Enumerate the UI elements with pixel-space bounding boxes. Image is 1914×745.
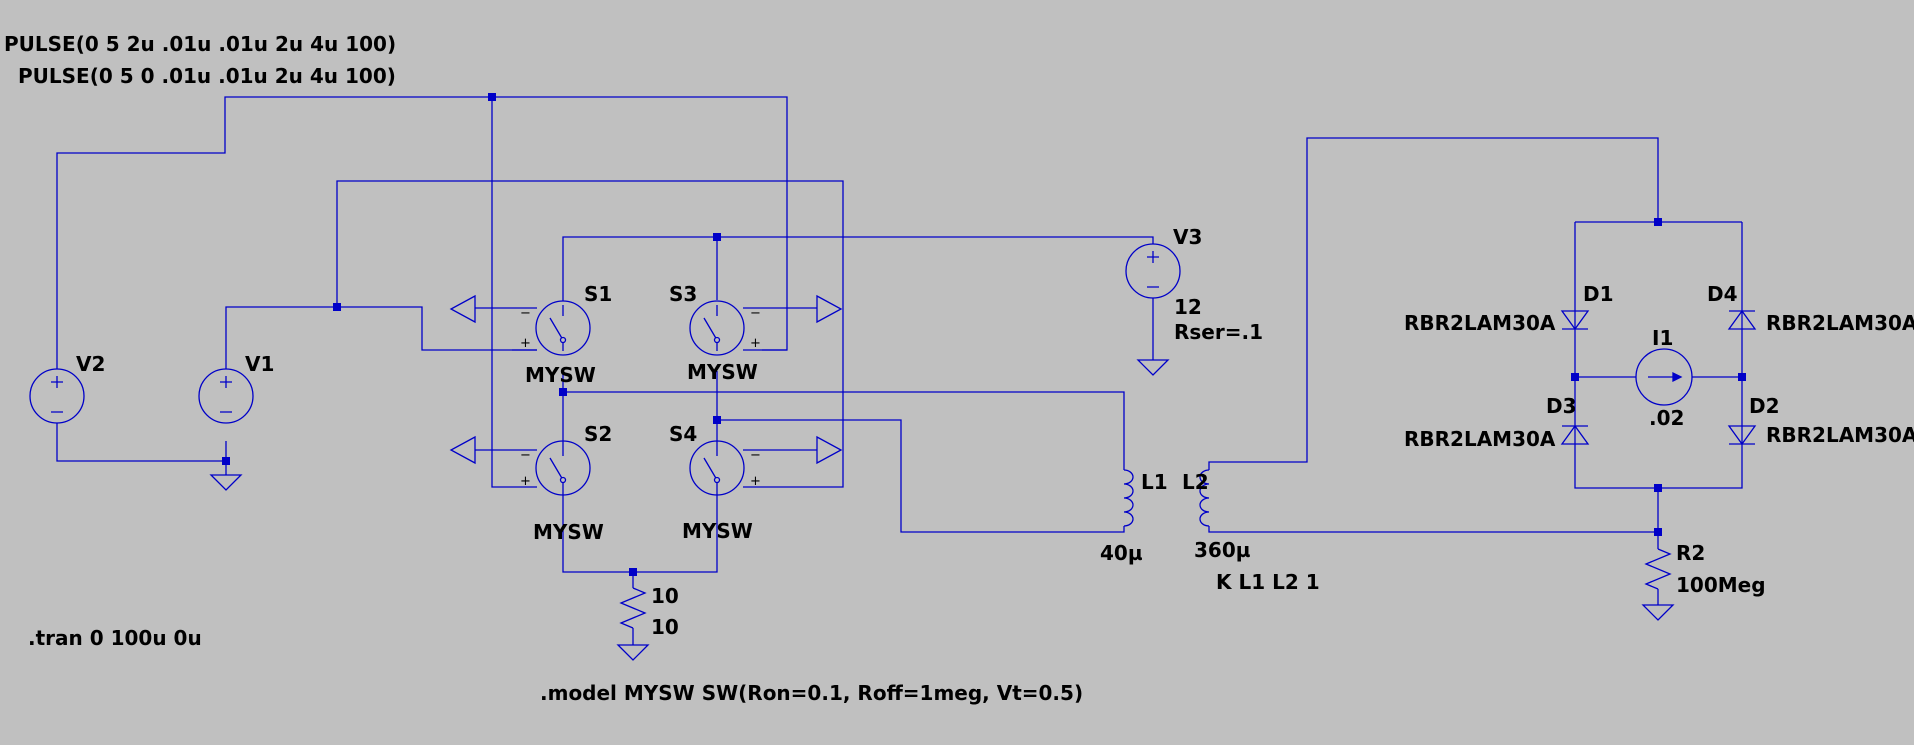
s4-model: MYSW [682,519,753,543]
model-directive[interactable]: .model MYSW SW(Ron=0.1, Roff=1meg, Vt=0.… [540,681,1083,705]
junction-dot [713,233,721,241]
junction-dot [222,457,230,465]
r1-value: 10 [651,615,679,639]
s2-model: MYSW [533,520,604,544]
inductor-l1[interactable]: L1 40µ [1100,469,1168,565]
s3-model: MYSW [687,360,758,384]
resistor-r1[interactable]: 10 10 [619,584,679,639]
s1-label: S1 [584,282,612,306]
v2-label: V2 [76,352,105,376]
l2-name: L2 [1182,470,1209,494]
s1-minus: − [520,306,531,321]
voltage-source-v1[interactable]: V1 [198,352,274,424]
junction-dots [222,93,1746,576]
diode-d2[interactable]: D2 RBR2LAM30A [1727,394,1914,447]
r2-name: R2 [1676,541,1705,565]
l1-value: 40µ [1100,541,1143,565]
junction-dot [629,568,637,576]
inductor-l2[interactable]: L2 360µ [1182,469,1251,562]
current-source-i1[interactable]: I1 .02 [1635,326,1693,430]
d1-model: RBR2LAM30A [1404,311,1556,335]
v3-value: 12 [1174,295,1202,319]
i1-name: I1 [1652,326,1673,350]
switch-s3[interactable]: − + S3 MYSW [669,282,843,384]
diode-d4[interactable]: D4 RBR2LAM30A [1707,282,1914,335]
ground-symbol [616,644,650,661]
v2-pulse-directive[interactable]: PULSE(0 5 0 .01u .01u 2u 4u 100) [18,64,396,88]
d3-name: D3 [1546,394,1577,418]
d4-name: D4 [1707,282,1738,306]
junction-dot [333,303,341,311]
s3-label: S3 [669,282,697,306]
coupling-directive[interactable]: K L1 L2 1 [1216,570,1320,594]
l2-value: 360µ [1194,538,1251,562]
junction-dot [1738,373,1746,381]
d2-model: RBR2LAM30A [1766,423,1914,447]
resistor-r2[interactable]: R2 100Meg [1644,541,1766,597]
tran-directive[interactable]: .tran 0 100u 0u [28,626,202,650]
switch-s2[interactable]: − + S2 MYSW [449,422,612,544]
r1-name: 10 [651,584,679,608]
ground-symbol [209,474,243,491]
junction-dot [559,388,567,396]
s2-plus: + [520,474,531,489]
diode-d3[interactable]: D3 RBR2LAM30A [1404,394,1590,451]
switch-s4[interactable]: − + S4 MYSW [669,422,843,543]
s4-minus: − [750,448,761,463]
s4-plus: + [750,474,761,489]
i1-value: .02 [1649,406,1684,430]
switch-s1[interactable]: − + S1 MYSW [449,282,612,387]
s1-model: MYSW [525,363,596,387]
ground-symbol [1641,604,1675,621]
junction-dot [1654,484,1662,492]
junction-dot [488,93,496,101]
voltage-source-v2[interactable]: V2 [29,352,105,424]
s4-label: S4 [669,422,697,446]
junction-dot [1571,373,1579,381]
d3-model: RBR2LAM30A [1404,427,1556,451]
r2-value: 100Meg [1676,573,1766,597]
s2-minus: − [520,448,531,463]
wires [56,96,1743,645]
d2-name: D2 [1749,394,1780,418]
s1-plus: + [520,336,531,351]
s2-label: S2 [584,422,612,446]
v1-pulse-directive[interactable]: PULSE(0 5 2u .01u .01u 2u 4u 100) [4,32,396,56]
ground-symbol [1136,359,1170,376]
v3-rser: Rser=.1 [1174,320,1263,344]
v3-label: V3 [1173,225,1202,249]
v1-label: V1 [245,352,274,376]
l1-name: L1 [1141,470,1168,494]
diode-d1[interactable]: D1 RBR2LAM30A [1404,282,1614,335]
d4-model: RBR2LAM30A [1766,311,1914,335]
junction-dot [1654,218,1662,226]
voltage-source-v3[interactable]: V3 12 Rser=.1 [1125,225,1263,344]
s3-plus: + [750,336,761,351]
s3-minus: − [750,306,761,321]
d1-name: D1 [1583,282,1614,306]
junction-dot [713,416,721,424]
junction-dot [1654,528,1662,536]
